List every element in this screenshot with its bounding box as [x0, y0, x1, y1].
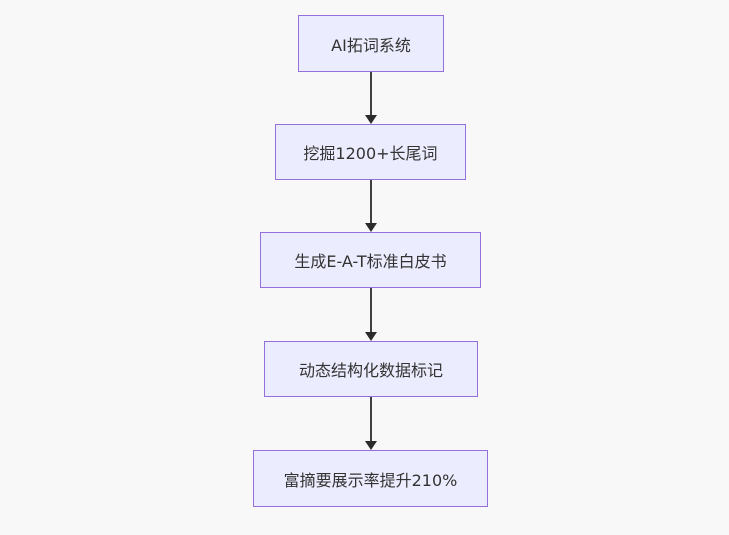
arrowhead-icon [365, 223, 377, 232]
arrowhead-icon [365, 332, 377, 341]
flow-node-ai-keyword-system: AI拓词系统 [298, 15, 444, 72]
arrow-d-to-e [365, 397, 377, 450]
arrow-c-to-d [365, 288, 377, 341]
arrowhead-icon [365, 115, 377, 124]
node-label: 动态结构化数据标记 [298, 361, 443, 380]
flow-node-eat-whitepaper: 生成E-A-T标准白皮书 [260, 232, 481, 288]
node-label: AI拓词系统 [331, 35, 411, 55]
flow-node-longtail-mining: 挖掘1200+长尾词 [275, 124, 466, 180]
node-label: 挖掘1200+长尾词 [303, 144, 438, 163]
flow-node-structured-data-markup: 动态结构化数据标记 [264, 341, 478, 397]
arrow-a-to-b [365, 72, 377, 124]
node-label: 富摘要展示率提升210% [283, 470, 458, 490]
flow-node-rich-snippet-result: 富摘要展示率提升210% [253, 450, 488, 507]
arrowhead-icon [365, 441, 377, 450]
node-label: 生成E-A-T标准白皮书 [294, 252, 447, 271]
arrow-b-to-c [365, 180, 377, 232]
